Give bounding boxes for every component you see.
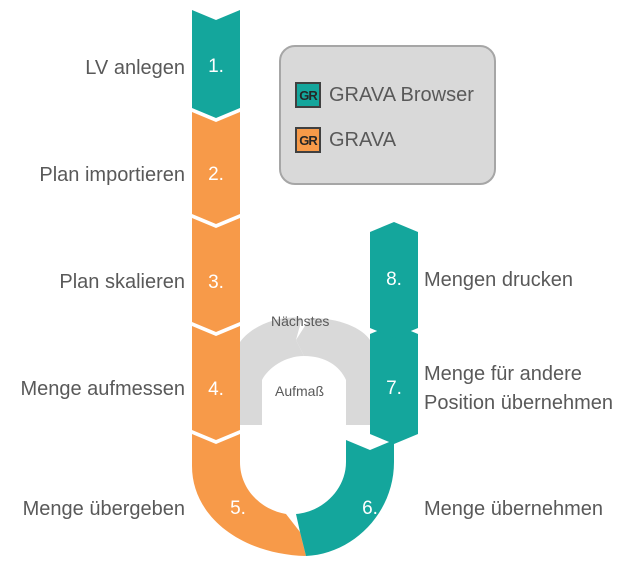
step-1-number: 1.: [208, 56, 224, 77]
cycle-label-bottom: Aufmaß: [275, 383, 325, 399]
grava-browser-icon: GR: [295, 82, 321, 108]
step-2-label: Plan importieren: [39, 164, 185, 186]
step-3-label: Plan skalieren: [59, 271, 185, 293]
step-8-label: Mengen drucken: [424, 269, 573, 291]
cycle-arrow-left: [238, 317, 304, 425]
step-6-label: Menge übernehmen: [424, 498, 604, 520]
cycle-arrow-right: [296, 318, 370, 425]
step-8-number: 8.: [386, 269, 402, 290]
grava-icon: GR: [295, 127, 321, 153]
step-5-label: Menge übergeben: [22, 498, 185, 520]
step-7-label-line-2: Position übernehmen: [424, 392, 614, 414]
step-4-number: 4.: [208, 379, 224, 400]
legend-label-grava: GRAVA: [329, 128, 397, 151]
legend-label-grava-browser: GRAVA Browser: [329, 83, 474, 106]
step-7-label-line-1: Menge für andere: [424, 363, 582, 385]
step-1-chevron: [192, 10, 240, 118]
step-5-segment: [192, 434, 306, 556]
step-6-number: 6.: [362, 498, 378, 519]
step-4-label: Menge aufmessen: [20, 378, 185, 400]
step-1-label: LV anlegen: [85, 57, 185, 79]
legend-box: GR GRAVA Browser GR GRAVA: [279, 45, 496, 185]
step-2-number: 2.: [208, 164, 224, 185]
step-8-chevron: [370, 222, 418, 338]
step-7-number: 7.: [386, 378, 402, 399]
cycle-label-top: Nächstes: [271, 313, 330, 329]
step-3-chevron: [192, 218, 240, 332]
step-2-chevron: [192, 112, 240, 224]
step-6-segment: [296, 440, 394, 556]
step-4-chevron: [192, 326, 240, 440]
step-5-number: 5.: [230, 498, 246, 519]
step-7-chevron: [370, 324, 418, 444]
step-3-number: 3.: [208, 272, 224, 293]
legend-item-grava: GR GRAVA: [295, 125, 396, 155]
legend-item-grava-browser: GR GRAVA Browser: [295, 80, 474, 110]
